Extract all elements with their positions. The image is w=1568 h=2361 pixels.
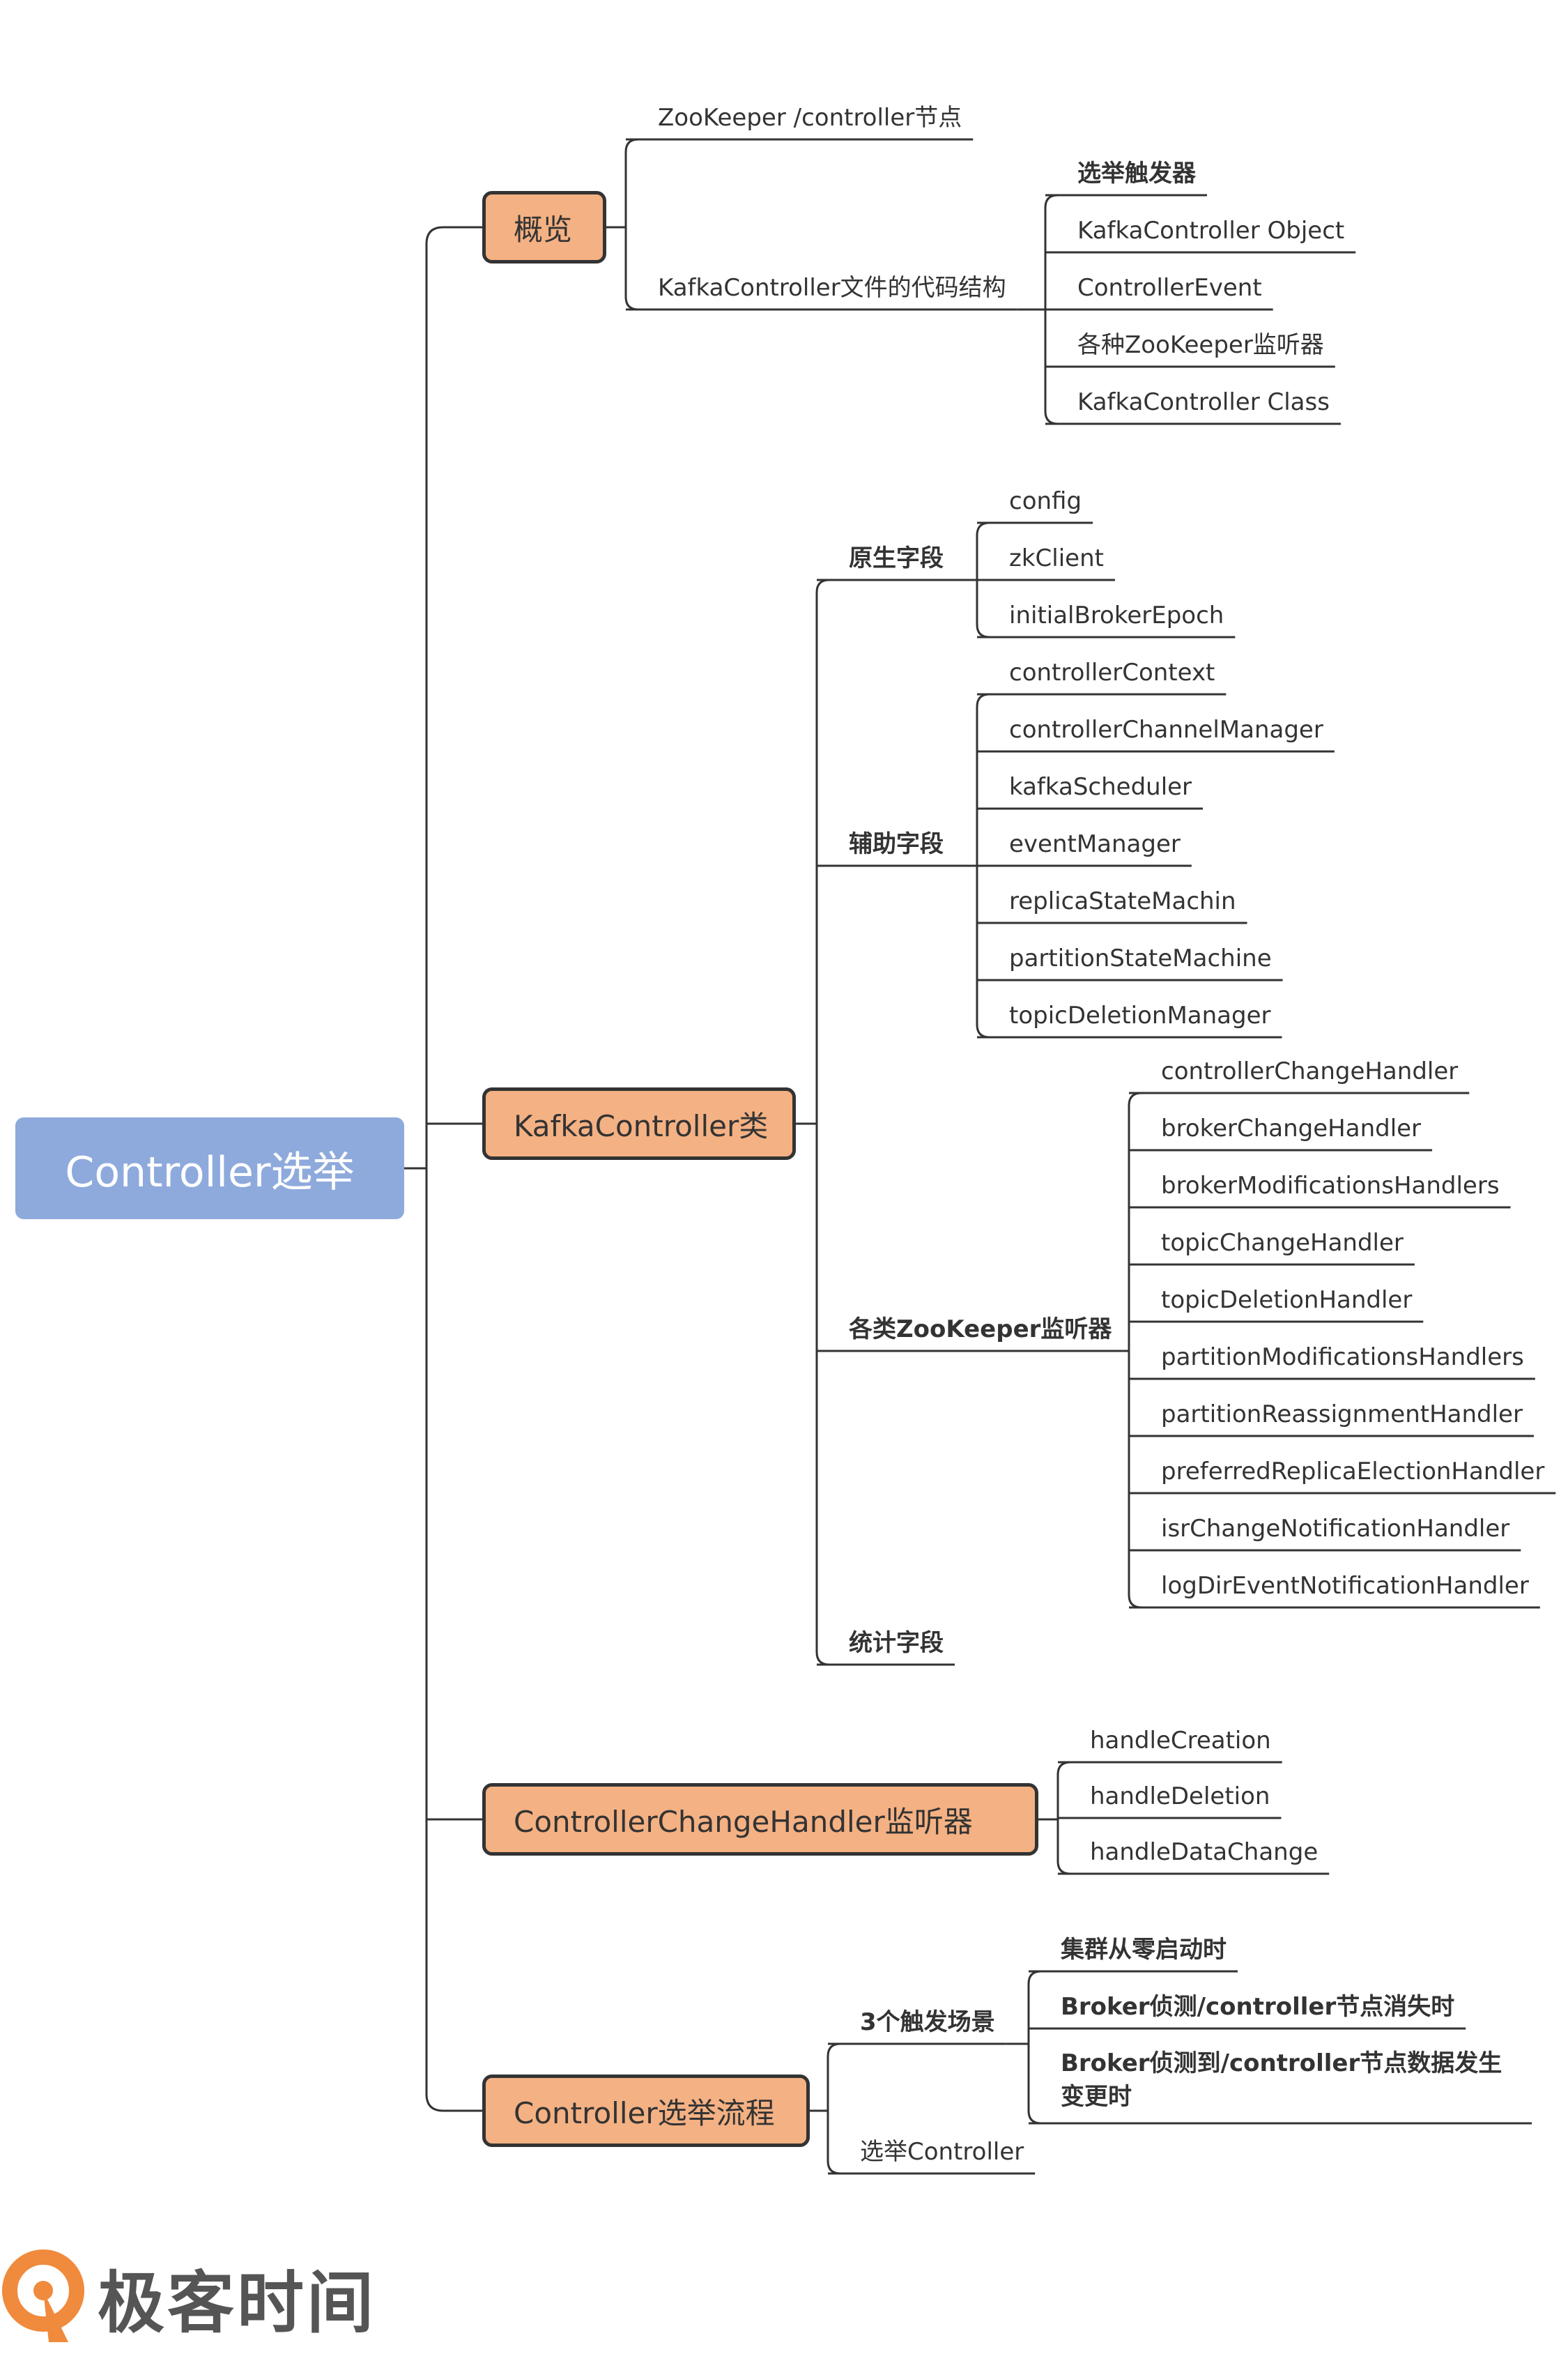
- leaf-native-fields[interactable]: 原生字段: [849, 544, 944, 572]
- leaf-controllercontext[interactable]: controllerContext: [1009, 659, 1215, 687]
- handler-curve-top: [1056, 1761, 1071, 1775]
- listeners-curve-top: [1128, 1092, 1142, 1106]
- leaf-controllerevent[interactable]: ControllerEvent: [1077, 274, 1262, 302]
- leaf-topicchangehandler[interactable]: topicChangeHandler: [1161, 1229, 1404, 1257]
- class-curve-bottom: [815, 1651, 830, 1666]
- node-kafkacontroller-class[interactable]: KafkaController类: [482, 1087, 796, 1160]
- code-structure-curve-top: [1044, 194, 1059, 208]
- leaf-brokerchangehandler[interactable]: brokerChangeHandler: [1161, 1115, 1422, 1143]
- flow-curve-bottom: [827, 2160, 841, 2175]
- leaf-partitionstatemachine[interactable]: partitionStateMachine: [1009, 945, 1272, 972]
- leaf-broker-detect-node-data-change[interactable]: Broker侦测到/controller节点数据发生变更时: [1061, 2049, 1502, 2111]
- leaf-config[interactable]: config: [1009, 487, 1082, 515]
- leaf-initialbrokerepoch[interactable]: initialBrokerEpoch: [1009, 602, 1224, 629]
- root-node[interactable]: Controller选举: [15, 1117, 404, 1219]
- leaf-kafkacontroller-class-item[interactable]: KafkaController Class: [1077, 388, 1330, 416]
- leaf-election-trigger[interactable]: 选举触发器: [1077, 160, 1196, 188]
- node-overview[interactable]: 概览: [482, 191, 606, 263]
- geektime-logo-text: 极客时间: [98, 2263, 376, 2342]
- overview-curve-top: [624, 138, 639, 153]
- leaf-controllerchannelmanager[interactable]: controllerChannelManager: [1009, 716, 1323, 744]
- leaf-eventmanager[interactable]: eventManager: [1009, 830, 1181, 858]
- root-to-overview: [425, 226, 482, 245]
- leaf-logdireventnotificationhandler[interactable]: logDirEventNotificationHandler: [1161, 1572, 1529, 1600]
- leaf-broker-detect-node-disappear[interactable]: Broker侦测/controller节点消失时: [1061, 1993, 1455, 2021]
- scenarios-curve-bottom: [1027, 2110, 1042, 2125]
- native-curve-bottom: [976, 624, 990, 639]
- leaf-zookeeper-listener-types[interactable]: 各类ZooKeeper监听器: [849, 1315, 1112, 1343]
- leaf-statistics-fields[interactable]: 统计字段: [849, 1629, 944, 1657]
- leaf-auxiliary-fields[interactable]: 辅助字段: [849, 830, 944, 858]
- leaf-zookeeper-listeners[interactable]: 各种ZooKeeper监听器: [1077, 331, 1324, 359]
- node-election-flow[interactable]: Controller选举流程: [482, 2075, 810, 2147]
- scenarios-curve-top: [1027, 1970, 1042, 1985]
- class-curve-top: [815, 579, 830, 593]
- leaf-partitionmodificationshandlers[interactable]: partitionModificationsHandlers: [1161, 1343, 1524, 1371]
- handler-curve-bottom: [1056, 1860, 1071, 1875]
- leaf-topicdeletionhandler[interactable]: topicDeletionHandler: [1161, 1286, 1413, 1314]
- leaf-handlecreation[interactable]: handleCreation: [1090, 1727, 1271, 1755]
- leaf-zkclient[interactable]: zkClient: [1009, 544, 1104, 572]
- leaf-handledatachange[interactable]: handleDataChange: [1090, 1838, 1319, 1866]
- leaf-partitionreassignmenthandler[interactable]: partitionReassignmentHandler: [1161, 1400, 1523, 1428]
- leaf-zookeeper-controller-node[interactable]: ZooKeeper /controller节点: [658, 104, 962, 132]
- geektime-logo-icon: [2, 2249, 84, 2342]
- node-controllerchangehandler[interactable]: ControllerChangeHandler监听器: [482, 1783, 1038, 1856]
- leaf-topicdeletionmanager[interactable]: topicDeletionManager: [1009, 1002, 1271, 1030]
- geektime-logo: 极客时间: [0, 2245, 376, 2349]
- leaf-code-structure[interactable]: KafkaController文件的代码结构: [658, 274, 1006, 302]
- leaf-brokermodificationshandlers[interactable]: brokerModificationsHandlers: [1161, 1172, 1500, 1200]
- listeners-curve-bottom: [1128, 1594, 1142, 1609]
- leaf-kafkascheduler[interactable]: kafkaScheduler: [1009, 773, 1192, 801]
- leaf-isrchangenotificationhandler[interactable]: isrChangeNotificationHandler: [1161, 1515, 1510, 1543]
- root-to-flow: [425, 2093, 482, 2112]
- auxiliary-curve-bottom: [976, 1024, 990, 1039]
- leaf-cluster-start-from-zero[interactable]: 集群从零启动时: [1061, 1936, 1227, 1964]
- code-structure-curve-bottom: [1044, 411, 1059, 425]
- leaf-elect-controller[interactable]: 选举Controller: [860, 2138, 1024, 2166]
- native-curve-top: [976, 521, 990, 536]
- overview-curve-bottom: [624, 296, 639, 311]
- auxiliary-curve-top: [976, 693, 990, 708]
- leaf-kafkacontroller-object[interactable]: KafkaController Object: [1077, 217, 1345, 245]
- flow-curve-top: [827, 2042, 841, 2057]
- leaf-three-trigger-scenarios[interactable]: 3个触发场景: [860, 2008, 995, 2036]
- leaf-replicastatemachin[interactable]: replicaStateMachin: [1009, 887, 1236, 915]
- leaf-handledeletion[interactable]: handleDeletion: [1090, 1782, 1270, 1810]
- leaf-preferredreplicaelectionhandler[interactable]: preferredReplicaElectionHandler: [1161, 1458, 1545, 1485]
- leaf-controllerchangehandler[interactable]: controllerChangeHandler: [1161, 1057, 1459, 1085]
